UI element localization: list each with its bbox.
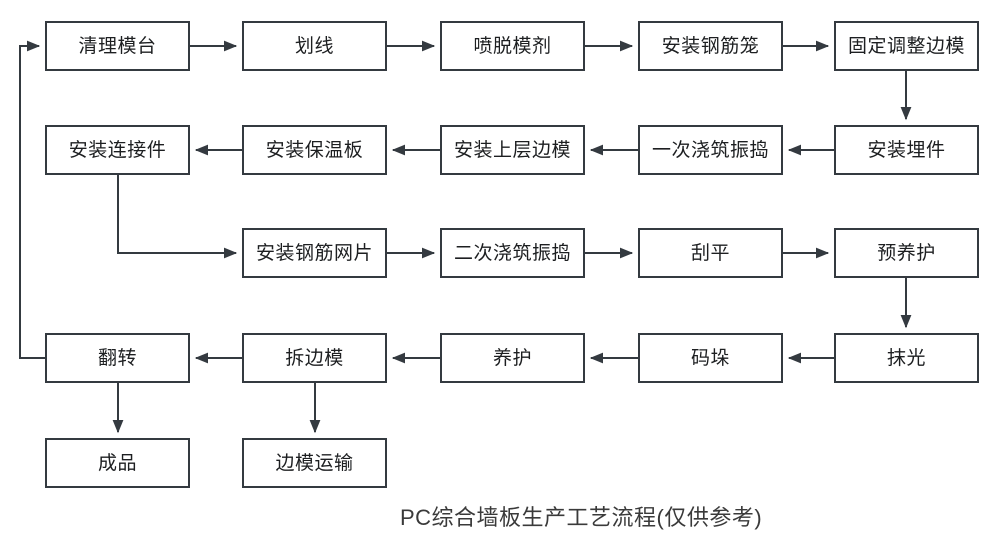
process-node-scribe-line[interactable]: 划线	[242, 21, 387, 71]
flow-arrow-e-connectors-to-rebarmesh	[117, 175, 238, 259]
process-node-second-pour-vibrate[interactable]: 二次浇筑振捣	[440, 228, 585, 278]
process-node-label: 一次浇筑振捣	[651, 139, 769, 161]
process-node-install-insulation[interactable]: 安装保温板	[242, 125, 387, 175]
process-node-label: 成品	[97, 452, 137, 474]
process-node-label: 安装连接件	[68, 139, 167, 161]
process-node-stacking[interactable]: 码垛	[638, 333, 783, 383]
process-node-label: 拆边模	[285, 347, 344, 369]
process-node-label: 码垛	[690, 347, 730, 369]
diagram-caption: PC综合墙板生产工艺流程(仅供参考)	[400, 505, 763, 530]
process-node-install-connectors[interactable]: 安装连接件	[45, 125, 190, 175]
process-node-label: 清理模台	[78, 35, 157, 57]
process-node-install-upper-side-mold[interactable]: 安装上层边模	[440, 125, 585, 175]
process-node-label: 刮平	[690, 242, 730, 264]
process-node-label: 预养护	[877, 242, 936, 264]
process-node-finished-product[interactable]: 成品	[45, 438, 190, 488]
process-node-label: 安装保温板	[265, 139, 364, 161]
process-node-fix-adjust-side-mold[interactable]: 固定调整边模	[834, 21, 979, 71]
flow-arrow-e-turnover-to-clean-loop	[19, 40, 45, 359]
process-node-clean-mold-table[interactable]: 清理模台	[45, 21, 190, 71]
process-node-curing[interactable]: 养护	[440, 333, 585, 383]
process-node-label: 划线	[294, 35, 334, 57]
process-node-side-mold-transport[interactable]: 边模运输	[242, 438, 387, 488]
process-node-label: 安装钢筋网片	[255, 242, 373, 264]
process-node-pre-curing[interactable]: 预养护	[834, 228, 979, 278]
process-node-turn-over[interactable]: 翻转	[45, 333, 190, 383]
process-node-label: 边模运输	[275, 452, 354, 474]
process-node-install-rebar-cage[interactable]: 安装钢筋笼	[638, 21, 783, 71]
process-node-label: 喷脱模剂	[473, 35, 552, 57]
process-node-label: 安装埋件	[867, 139, 946, 161]
process-node-label: 固定调整边模	[847, 35, 965, 57]
process-node-label: 安装钢筋笼	[661, 35, 760, 57]
process-node-spray-release-agent[interactable]: 喷脱模剂	[440, 21, 585, 71]
process-node-label: 养护	[492, 347, 532, 369]
process-node-troweling[interactable]: 抹光	[834, 333, 979, 383]
process-node-first-pour-vibrate[interactable]: 一次浇筑振捣	[638, 125, 783, 175]
process-node-demold-side-mold[interactable]: 拆边模	[242, 333, 387, 383]
process-node-label: 二次浇筑振捣	[453, 242, 571, 264]
process-node-install-embedded-parts[interactable]: 安装埋件	[834, 125, 979, 175]
process-node-label: 翻转	[97, 347, 137, 369]
process-node-screed[interactable]: 刮平	[638, 228, 783, 278]
process-node-label: 安装上层边模	[453, 139, 571, 161]
process-node-install-rebar-mesh[interactable]: 安装钢筋网片	[242, 228, 387, 278]
process-node-label: 抹光	[886, 347, 926, 369]
